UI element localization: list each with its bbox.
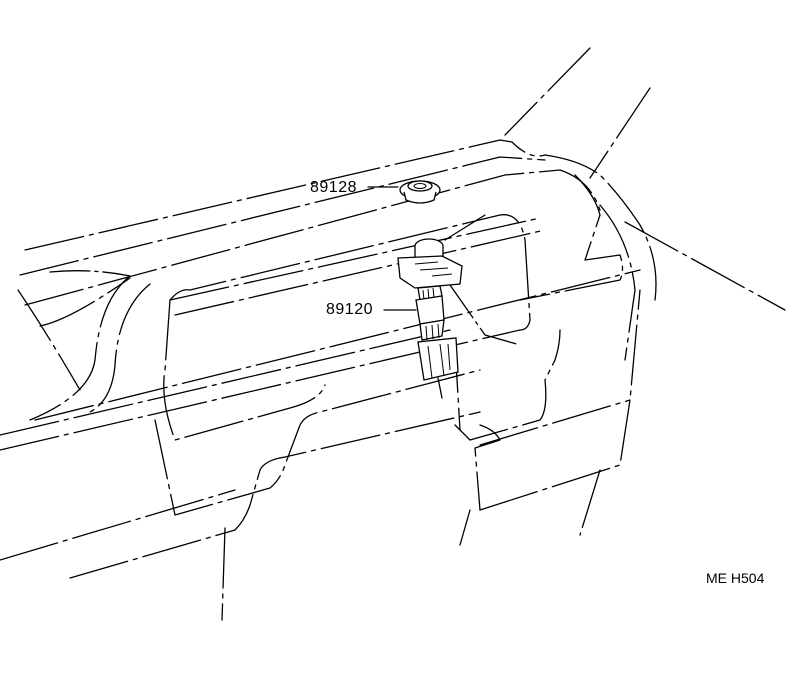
callout-label-89128: 89128 [310, 179, 357, 196]
callout-label-89120: 89120 [326, 301, 373, 318]
figure-code: ME H504 [706, 570, 765, 586]
sensor-switch-89120 [397, 238, 463, 399]
grommet-89128 [399, 180, 441, 204]
